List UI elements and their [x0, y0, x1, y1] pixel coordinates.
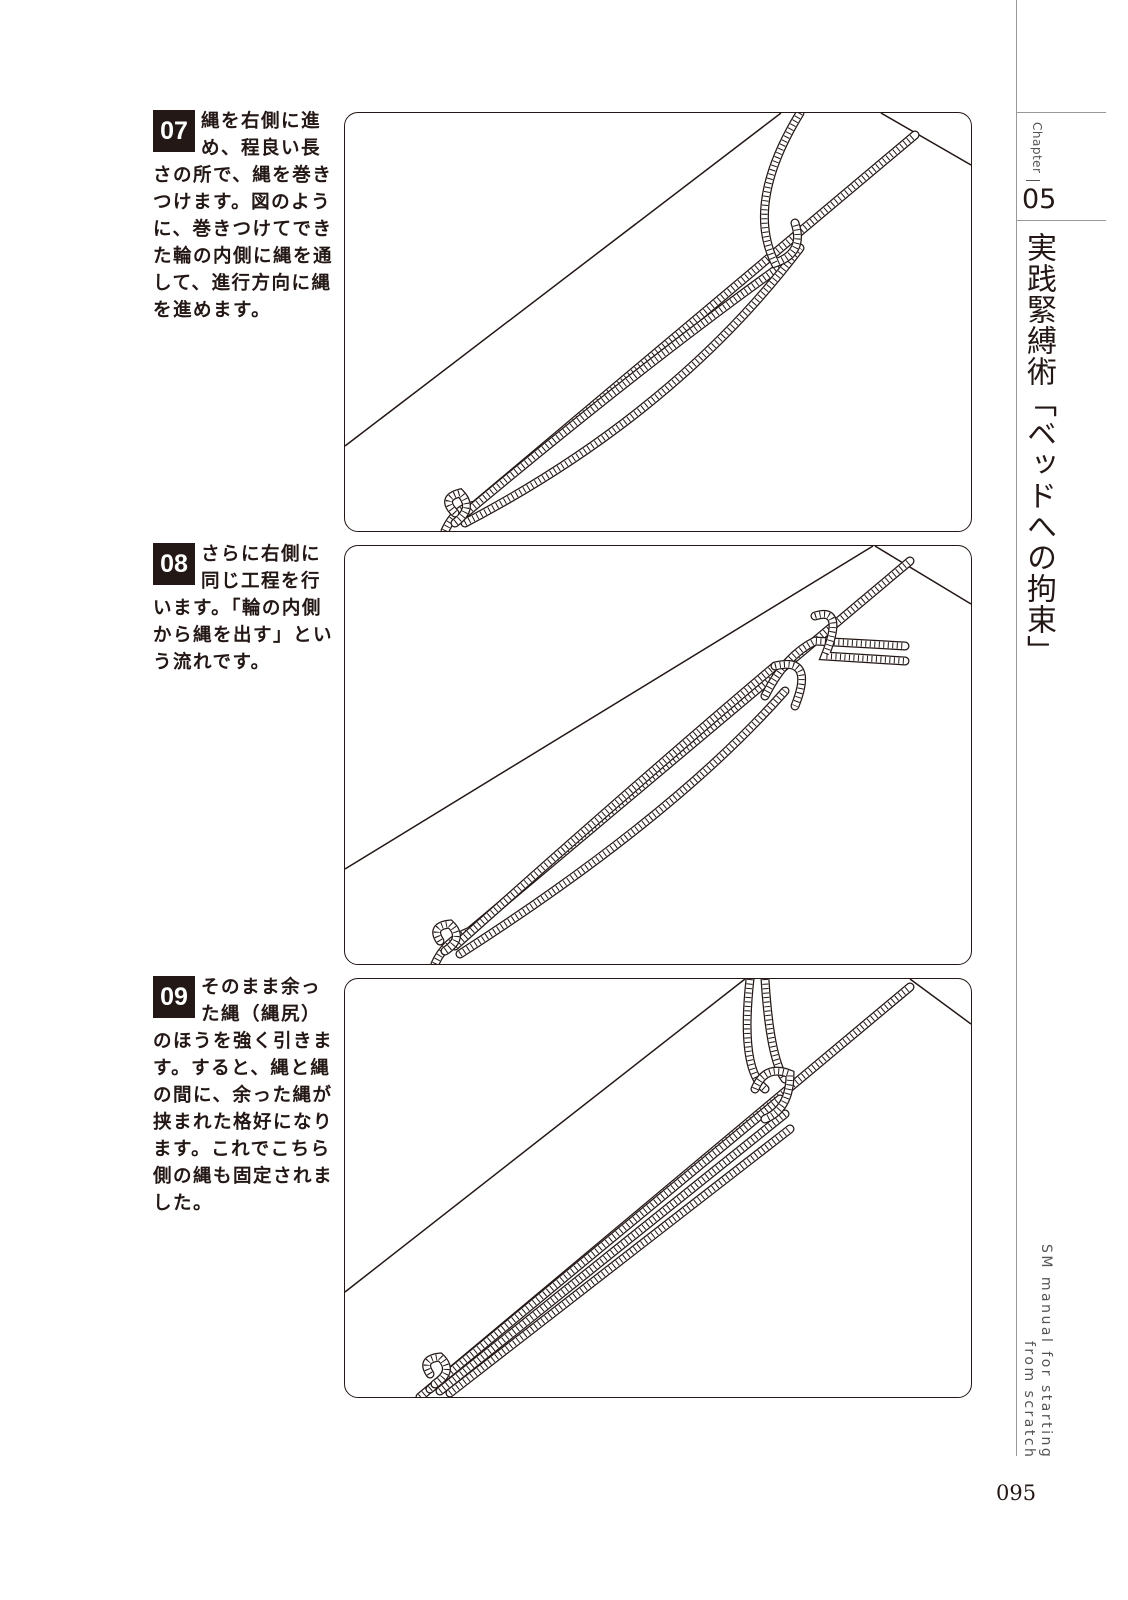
bed-edge-line	[345, 113, 782, 447]
page-number: 095	[996, 1481, 1037, 1505]
rope-twist	[761, 113, 803, 267]
rope-twist	[762, 637, 906, 698]
sidebar-rule	[1016, 220, 1106, 222]
rope-twist	[458, 689, 788, 957]
step-09-text-block: 09 そのまま余った縄（縄尻）のほうを強く引きます。すると、縄と縄の間に、余った…	[153, 974, 335, 1217]
rope-fill	[423, 1353, 450, 1388]
rope-illustration	[345, 546, 971, 964]
sidebar-rule	[1016, 112, 1106, 114]
illustration-step-08	[344, 545, 972, 965]
rope-twist	[814, 611, 906, 664]
rope-fill	[446, 1125, 794, 1397]
bed-edge-line	[345, 979, 746, 1293]
step-description: 縄を右側に進め、程良い長さの所で、縄を巻きつけます。図のように、巻きつけてできた…	[153, 111, 334, 321]
rope-illustration	[345, 979, 971, 1397]
rope-illustration	[345, 113, 971, 531]
bed-edge-line	[909, 979, 971, 1025]
section-title: 実践緊縛術「ベッドへの拘束」	[1021, 232, 1056, 666]
illustration-step-09	[344, 978, 972, 1398]
bed-edge-line	[880, 113, 971, 166]
rope-twist	[438, 1111, 787, 1394]
rope-fill	[451, 662, 779, 950]
chapter-number: 05	[1022, 184, 1057, 215]
book-subtitle-line: SM manual for starting	[1038, 1244, 1054, 1460]
step-number-badge: 07	[153, 110, 195, 152]
step-description: そのまま余った縄（縄尻）のほうを強く引きます。すると、縄と縄の間に、余った縄が挟…	[153, 977, 334, 1214]
book-subtitle-line: from scratch	[1021, 1340, 1037, 1460]
step-08-text-block: 08 さらに右側に同じ工程を行います。「輪の内側から縄を出す」という流れです。	[153, 541, 335, 676]
rope-fill	[433, 920, 460, 955]
chapter-label: Chapter	[1030, 122, 1044, 174]
bed-edge-line	[345, 546, 874, 870]
rope-outline	[455, 686, 790, 959]
rope-twist	[774, 661, 805, 708]
rope-twist	[445, 489, 470, 526]
step-number-badge: 08	[153, 543, 195, 585]
rope-fill	[456, 687, 789, 958]
step-description: さらに右側に同じ工程を行います。「輪の内側から縄を出す」という流れです。	[153, 544, 334, 673]
illustration-step-07	[344, 112, 972, 532]
rope-twist	[463, 246, 803, 526]
bed-edge-line	[874, 546, 971, 605]
step-number-badge: 09	[153, 976, 195, 1018]
rope-twist	[752, 1068, 794, 1122]
rope-twist	[458, 260, 787, 521]
rope-twist	[428, 1096, 782, 1392]
rope-twist	[744, 979, 768, 1092]
book-subtitle: SM manual for starting from scratch	[1020, 1244, 1054, 1459]
chapter-separator	[1026, 180, 1040, 181]
step-07-text-block: 07 縄を右側に進め、程良い長さの所で、縄を巻きつけます。図のように、巻きつけて…	[153, 108, 335, 324]
sidebar-divider	[1016, 0, 1018, 1456]
